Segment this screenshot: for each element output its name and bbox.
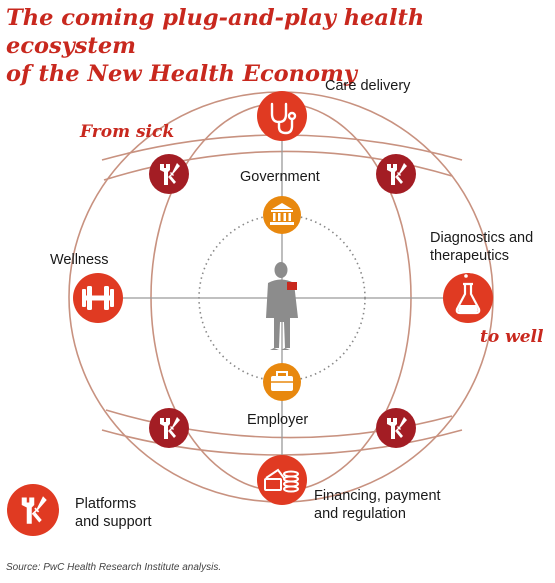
to-well-label: to well <box>480 327 544 347</box>
financing-node <box>257 455 307 505</box>
money-stack-icon <box>264 468 299 493</box>
diagnostics-label-line-1: Diagnostics and <box>430 230 534 246</box>
legend-label: Platforms and support <box>75 495 152 531</box>
clipboard-icon <box>287 282 297 290</box>
legend-tools-icon <box>7 484 59 536</box>
legend-label-line-1: Platforms <box>75 496 137 512</box>
employer-label: Employer <box>247 412 309 428</box>
briefcase-icon <box>271 371 293 391</box>
diagnostics-node <box>443 270 493 323</box>
from-sick-label: From sick <box>80 122 175 142</box>
source-note: Source: PwC Health Research Institute an… <box>6 562 222 573</box>
stethoscope-icon <box>270 102 297 135</box>
diagram-title: The coming plug-and-play health ecosyste… <box>6 4 551 88</box>
employer-node <box>263 363 301 401</box>
dumbbell-icon <box>82 286 114 310</box>
tool-node-bottom-left <box>149 408 189 448</box>
government-node <box>263 196 301 234</box>
government-building-icon <box>270 203 294 225</box>
diagnostics-label-line-2: therapeutics <box>430 248 509 264</box>
flask-icon <box>455 270 481 315</box>
title-line-2: of the New Health Economy <box>6 61 357 87</box>
financing-label-line-1: Financing, payment <box>314 488 441 504</box>
tool-node-top-right <box>376 154 416 194</box>
wellness-label: Wellness <box>50 252 109 268</box>
care-delivery-label: Care delivery <box>325 78 411 94</box>
financing-label-line-2: and regulation <box>314 506 406 522</box>
government-label: Government <box>240 169 320 185</box>
legend-label-line-2: and support <box>75 514 152 530</box>
financing-label: Financing, payment and regulation <box>314 487 441 523</box>
wellness-node <box>73 273 123 323</box>
title-line-1: The coming plug-and-play health ecosyste… <box>6 5 425 59</box>
tool-node-top-left <box>149 154 189 194</box>
care-delivery-node <box>257 91 307 141</box>
doctor-figure-icon <box>266 262 298 350</box>
tool-node-bottom-right <box>376 408 416 448</box>
diagnostics-label: Diagnostics and therapeutics <box>430 229 533 265</box>
